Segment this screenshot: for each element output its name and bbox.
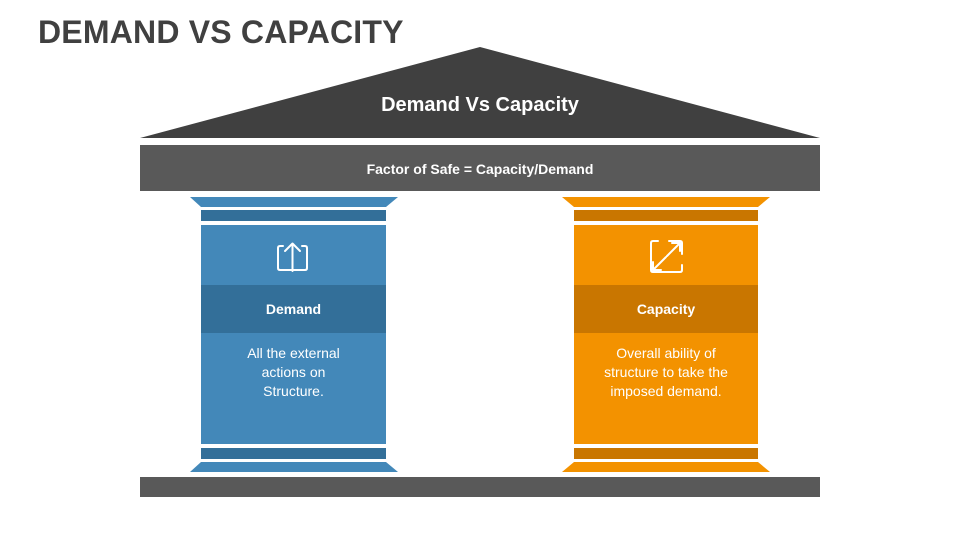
pillar-capacity-label-band — [574, 285, 758, 333]
floor-slab — [140, 477, 820, 497]
pillar-demand-capital-band — [201, 210, 386, 221]
pillar-demand-description: All the external actions on Structure. — [247, 345, 340, 399]
pillar-demand-capital — [190, 197, 398, 207]
roof — [140, 47, 820, 138]
pillar-capacity-capital — [562, 197, 770, 207]
pillar-demand-label: Demand — [265, 301, 322, 317]
pillar-demand-base — [190, 462, 398, 472]
pillar-demand-label-band — [201, 285, 386, 333]
beam — [140, 145, 820, 191]
page-title: DEMAND VS CAPACITY — [38, 14, 404, 50]
pillar-capacity-description: Overall ability of structure to take the… — [604, 345, 728, 399]
expand-arrows-icon — [650, 240, 683, 273]
beam-formula: Factor of Safe = Capacity/Demand — [366, 161, 594, 177]
pillar-capacity — [562, 197, 770, 472]
pillar-demand — [190, 197, 398, 472]
roof-title: Demand Vs Capacity — [381, 94, 579, 116]
arrow-up-box-icon — [277, 242, 308, 272]
pillar-capacity-base — [562, 462, 770, 472]
pillar-capacity-label: Capacity — [636, 301, 696, 317]
pillar-demand-base-band — [201, 448, 386, 459]
pillar-capacity-base-band — [574, 448, 758, 459]
pillar-capacity-shaft — [574, 225, 758, 444]
pillar-capacity-capital-band — [574, 210, 758, 221]
